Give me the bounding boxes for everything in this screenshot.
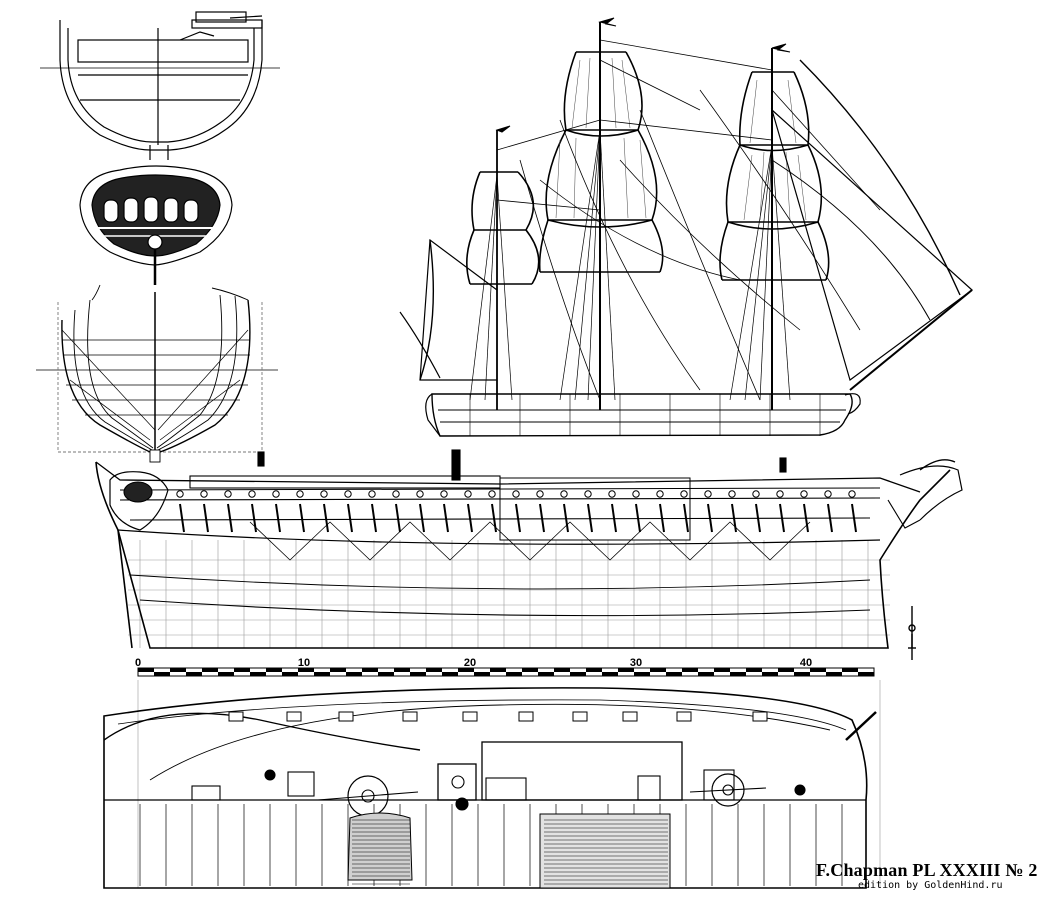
deck-frame-lines: [139, 804, 843, 886]
hold-planking: [352, 819, 668, 885]
scale-bar-segments: [138, 668, 874, 676]
scale-bar: 0 10 20 30 40: [135, 657, 875, 677]
sheer-profile-view: [95, 449, 963, 660]
scale-tick-label: 10: [298, 657, 310, 669]
midship-section-view: [40, 11, 280, 160]
deck-window-row: [228, 711, 768, 722]
station-lines: [139, 540, 869, 648]
body-plan-view: [36, 284, 278, 463]
deck-plan-view: [103, 680, 881, 889]
sail-plan-view: [399, 17, 973, 437]
plate-credit: edition by GoldenHind.ru: [858, 880, 1003, 891]
gunport-row: [176, 490, 857, 533]
plate-title: F.Chapman PL XXXIII № 2: [816, 860, 1038, 880]
scale-tick-label: 30: [630, 657, 642, 669]
scale-tick-label: 0: [135, 657, 141, 669]
scale-tick-label: 40: [800, 657, 812, 669]
stern-view: [79, 165, 233, 285]
scale-tick-label: 20: [464, 657, 476, 669]
